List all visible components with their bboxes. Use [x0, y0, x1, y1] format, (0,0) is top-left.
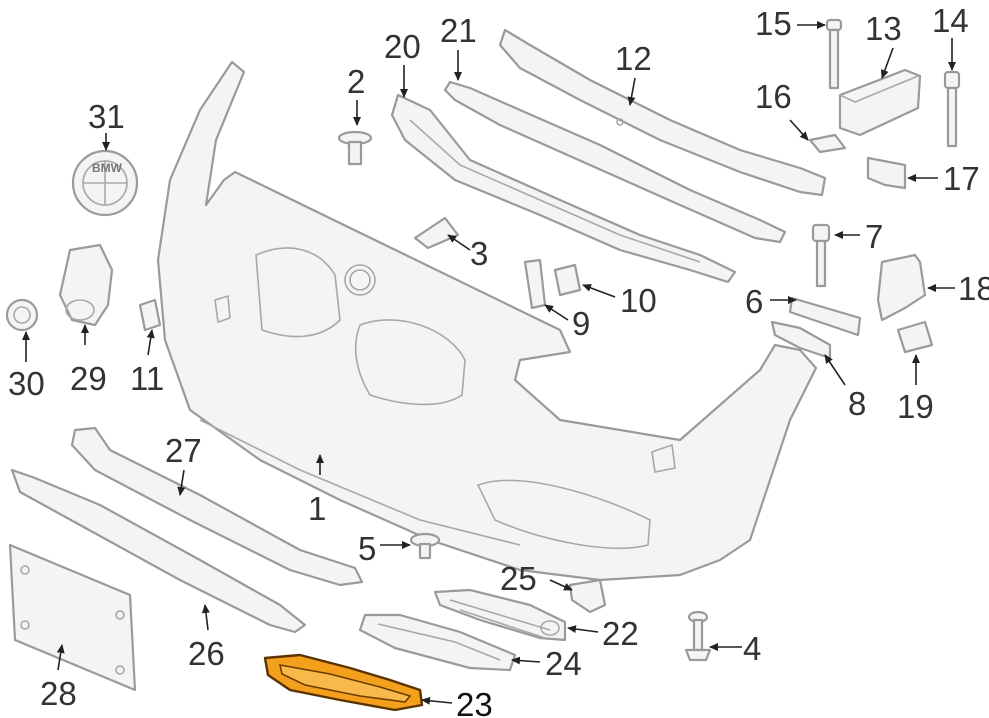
callout-21: 21 — [440, 12, 477, 49]
emblem-31: BMW — [71, 149, 139, 217]
callout-4: 4 — [743, 630, 761, 667]
lower-trim-26 — [10, 468, 307, 634]
push-pin-2 — [337, 130, 373, 166]
callout-28: 28 — [40, 675, 77, 712]
callout-22: 22 — [602, 615, 639, 652]
callout-7: 7 — [865, 218, 883, 255]
callout-8: 8 — [848, 385, 866, 422]
callout-15: 15 — [755, 5, 792, 42]
callout-27: 27 — [165, 432, 202, 469]
callout-31: 31 — [88, 98, 125, 135]
bracket-13 — [838, 68, 922, 137]
holder-9 — [523, 258, 547, 310]
callout-26: 26 — [188, 635, 225, 672]
highlighted-part-23 — [263, 653, 424, 712]
energy-absorber — [443, 80, 787, 244]
callout-6: 6 — [745, 283, 763, 320]
callout-9: 9 — [572, 305, 590, 342]
callout-30: 30 — [8, 365, 45, 402]
bumper-bar — [498, 28, 827, 197]
callout-10: 10 — [620, 282, 657, 319]
callout-5: 5 — [358, 530, 376, 567]
callout-20: 20 — [384, 28, 421, 65]
callout-2: 2 — [347, 63, 365, 100]
plate-16 — [808, 133, 847, 154]
bracket-strip-6 — [788, 296, 862, 337]
push-pin-4 — [684, 610, 712, 662]
callout-19: 19 — [897, 388, 934, 425]
parking-sensor-29 — [58, 243, 114, 327]
lower-strip-27 — [70, 426, 364, 587]
callout-labels: 1 2 3 4 5 6 7 8 9 10 11 12 13 14 15 16 1… — [8, 2, 989, 718]
callout-11: 11 — [130, 360, 164, 397]
callout-16: 16 — [755, 78, 792, 115]
sensor-ring-30 — [5, 298, 39, 332]
callout-1: 1 — [308, 490, 326, 527]
bracket-17 — [866, 156, 907, 190]
callout-12: 12 — [615, 40, 652, 77]
upper-reinforcement — [390, 93, 737, 284]
callout-18: 18 — [958, 270, 989, 307]
callout-29: 29 — [70, 360, 107, 397]
callout-17: 17 — [943, 160, 980, 197]
callout-23: 23 — [456, 686, 493, 718]
leader-lines — [22, 21, 956, 705]
emblem-text: BMW — [92, 161, 123, 175]
clip-19 — [896, 320, 934, 354]
bumper-cover — [156, 60, 818, 582]
bracket-10 — [553, 263, 582, 297]
callout-25: 25 — [500, 560, 537, 597]
small-bracket-25 — [568, 578, 607, 614]
bolt-14 — [943, 70, 961, 148]
fog-grille-22 — [433, 588, 567, 642]
callout-14: 14 — [932, 2, 969, 39]
clip-3 — [413, 216, 460, 250]
callout-3: 3 — [470, 235, 488, 272]
callout-24: 24 — [545, 645, 582, 682]
pad-11 — [138, 298, 162, 332]
callout-13: 13 — [865, 10, 902, 47]
bolt-15 — [825, 18, 843, 90]
license-bracket-28 — [8, 543, 137, 692]
bolt-7 — [811, 223, 831, 288]
bezel-24 — [358, 613, 517, 672]
mount-bracket-18 — [876, 253, 927, 322]
push-clip-5 — [409, 532, 441, 560]
